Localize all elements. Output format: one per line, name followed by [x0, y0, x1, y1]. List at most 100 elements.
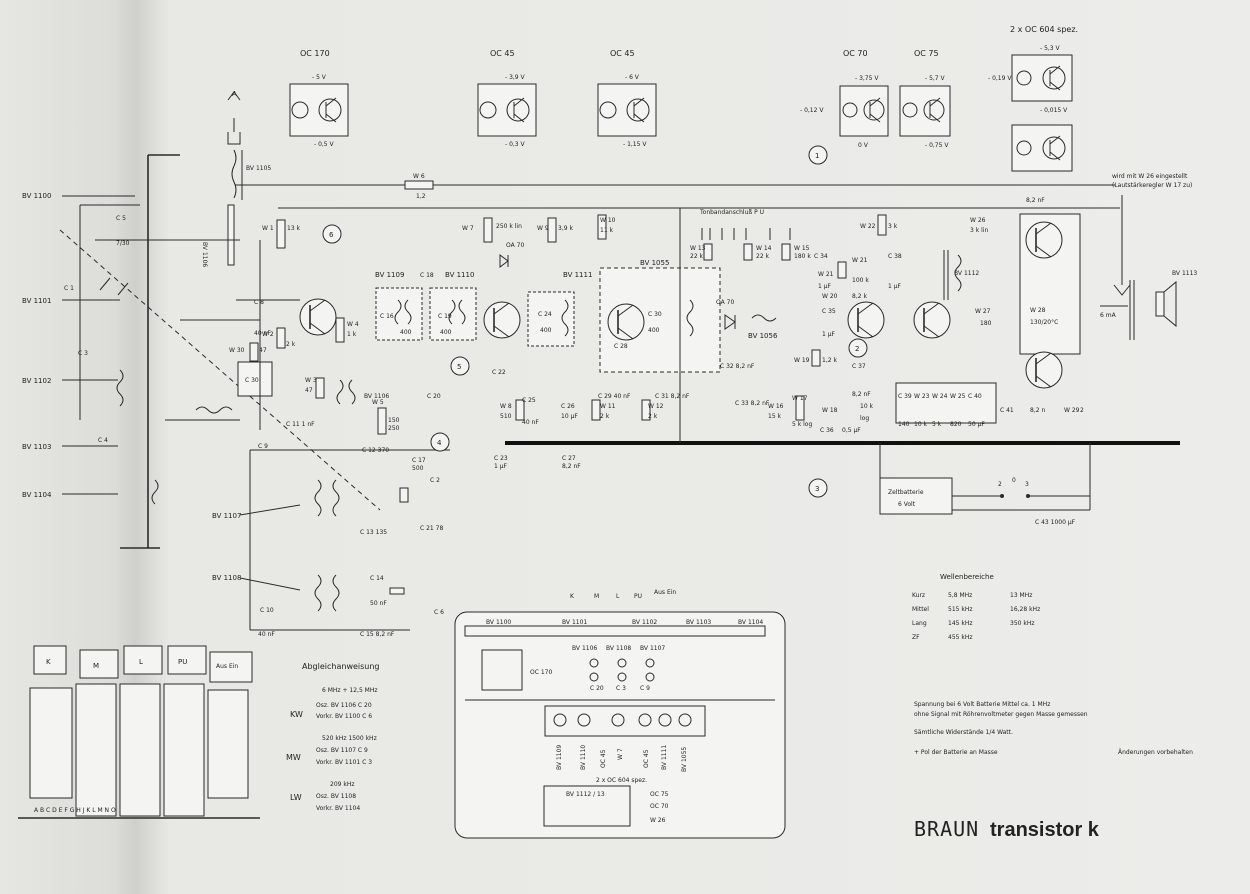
svg-text:BV 1105: BV 1105 [246, 165, 271, 172]
svg-text:C 36: C 36 [820, 427, 834, 434]
svg-text:W 24: W 24 [932, 393, 948, 400]
svg-text:100 k: 100 k [852, 277, 869, 284]
svg-text:5,8 MHz: 5,8 MHz [948, 592, 972, 599]
svg-text:C 3: C 3 [78, 350, 88, 357]
svg-text:W 9: W 9 [537, 225, 549, 232]
svg-text:1: 1 [815, 152, 819, 160]
board-layout: K M L PU Aus Ein C 6 BV 1100 BV 1101 BV … [434, 589, 786, 839]
svg-text:1 µF: 1 µF [888, 283, 902, 290]
svg-text:13 MHz: 13 MHz [1010, 592, 1032, 599]
svg-text:L: L [616, 593, 620, 600]
switch-bank: K M L PU Aus Ein A B C D E F G H J K L M… [18, 645, 260, 819]
svg-text:C 30: C 30 [648, 311, 662, 318]
svg-text:2: 2 [1080, 407, 1084, 414]
svg-text:- 0,12 V: - 0,12 V [800, 107, 824, 114]
svg-text:1,2 k: 1,2 k [822, 357, 837, 364]
svg-text:W 20: W 20 [822, 293, 838, 300]
transistor-oc604-pair-diagram: 2 x OC 604 spez. - 5,3 V - 0,19 V - 0,01… [988, 25, 1078, 172]
svg-text:C 22: C 22 [492, 369, 506, 376]
svg-text:wird mit W 26 eingestellt: wird mit W 26 eingestellt [1112, 173, 1188, 180]
model-name: transistor k [990, 819, 1100, 841]
svg-text:C 20: C 20 [427, 393, 441, 400]
svg-text:C 25: C 25 [522, 397, 536, 404]
svg-text:W 7: W 7 [617, 748, 624, 760]
svg-text:C 20: C 20 [590, 685, 604, 692]
svg-text:47: 47 [305, 387, 313, 394]
svg-text:C 13 135: C 13 135 [360, 529, 387, 536]
svg-text:400: 400 [440, 329, 452, 336]
svg-text:1 k: 1 k [347, 331, 357, 338]
svg-text:3 k lin: 3 k lin [970, 227, 988, 234]
svg-text:W 2: W 2 [262, 331, 274, 338]
svg-text:- 3,75 V: - 3,75 V [855, 75, 879, 82]
battery-section: Zeltbatterie 6 Volt 203 C 43 1000 µF [879, 443, 1091, 526]
svg-text:400: 400 [400, 329, 412, 336]
svg-text:OC 70: OC 70 [843, 49, 868, 58]
svg-text:22 k: 22 k [756, 253, 770, 260]
svg-text:C 9: C 9 [258, 443, 268, 450]
svg-text:BV 1056: BV 1056 [748, 332, 778, 340]
svg-text:W 12: W 12 [648, 403, 664, 410]
svg-text:Änderungen vorbehalten: Änderungen vorbehalten [1118, 749, 1193, 756]
svg-text:22 k: 22 k [690, 253, 704, 260]
svg-text:C 15 8,2 nF: C 15 8,2 nF [360, 631, 395, 638]
svg-text:180 k: 180 k [794, 253, 811, 260]
svg-text:Aus Ein: Aus Ein [216, 663, 238, 670]
svg-text:W 21: W 21 [852, 257, 868, 264]
svg-text:BV 1110: BV 1110 [580, 745, 587, 770]
svg-text:Abgleichanweisung: Abgleichanweisung [302, 662, 380, 671]
transistor-oc45-1-diagram: OC 45 - 3,9 V - 0,3 V [477, 49, 537, 148]
svg-text:BV 1102: BV 1102 [632, 619, 657, 626]
svg-text:Sämtliche Widerstände 1/4 Watt: Sämtliche Widerstände 1/4 Watt. [914, 729, 1013, 736]
svg-text:W 5: W 5 [372, 399, 384, 406]
svg-text:C 24: C 24 [538, 311, 552, 318]
svg-text:C 17: C 17 [412, 457, 426, 464]
svg-text:Zeltbatterie: Zeltbatterie [888, 489, 924, 496]
svg-text:4: 4 [437, 439, 442, 447]
svg-text:BV 1110: BV 1110 [445, 271, 474, 279]
svg-text:820: 820 [950, 421, 962, 428]
svg-text:C 28: C 28 [614, 343, 628, 350]
svg-text:C 19: C 19 [438, 313, 452, 320]
svg-text:40 nF: 40 nF [522, 419, 539, 426]
transistor-oc170-diagram: OC 170 - 5 V - 0,5 V [289, 49, 349, 148]
transistor-oc45-2-diagram: OC 45 - 6 V - 1,15 V [597, 49, 657, 148]
svg-text:8,2 n: 8,2 n [1030, 407, 1045, 414]
svg-text:W 3: W 3 [305, 377, 317, 384]
svg-text:M: M [594, 593, 599, 600]
svg-text:OC 170: OC 170 [530, 669, 552, 676]
svg-text:C 6: C 6 [434, 609, 444, 616]
svg-text:7/30: 7/30 [116, 240, 130, 247]
svg-text:M: M [93, 662, 99, 670]
svg-text:W 22: W 22 [860, 223, 876, 230]
svg-text:LW: LW [290, 793, 302, 802]
svg-text:C 21 78: C 21 78 [420, 525, 443, 532]
svg-text:BV 1109: BV 1109 [375, 271, 404, 279]
svg-text:350 kHz: 350 kHz [1010, 620, 1035, 627]
svg-text:13 k: 13 k [287, 225, 301, 232]
svg-text:W 10: W 10 [600, 217, 616, 224]
svg-text:- 0,19 V: - 0,19 V [988, 75, 1012, 82]
svg-text:C 2: C 2 [430, 477, 440, 484]
svg-text:OC 45: OC 45 [643, 749, 650, 768]
svg-text:Osz. BV 1106 C 20: Osz. BV 1106 C 20 [316, 702, 372, 709]
svg-text:0 V: 0 V [858, 142, 869, 149]
svg-text:5 k: 5 k [932, 421, 942, 428]
svg-text:0: 0 [1012, 477, 1016, 484]
svg-text:2: 2 [855, 345, 859, 353]
svg-text:OA 70: OA 70 [716, 299, 734, 306]
svg-text:W 6: W 6 [413, 173, 425, 180]
svg-text:W 29: W 29 [1064, 407, 1080, 414]
svg-text:455 kHz: 455 kHz [948, 634, 973, 641]
svg-text:Spannung bei 6 Volt Batterie M: Spannung bei 6 Volt Batterie Mittel ca. … [914, 701, 1050, 708]
svg-text:W 1: W 1 [262, 225, 274, 232]
svg-text:- 0,75 V: - 0,75 V [925, 142, 949, 149]
svg-text:Vorkr. BV 1104: Vorkr. BV 1104 [316, 805, 360, 812]
svg-text:180: 180 [980, 320, 992, 327]
